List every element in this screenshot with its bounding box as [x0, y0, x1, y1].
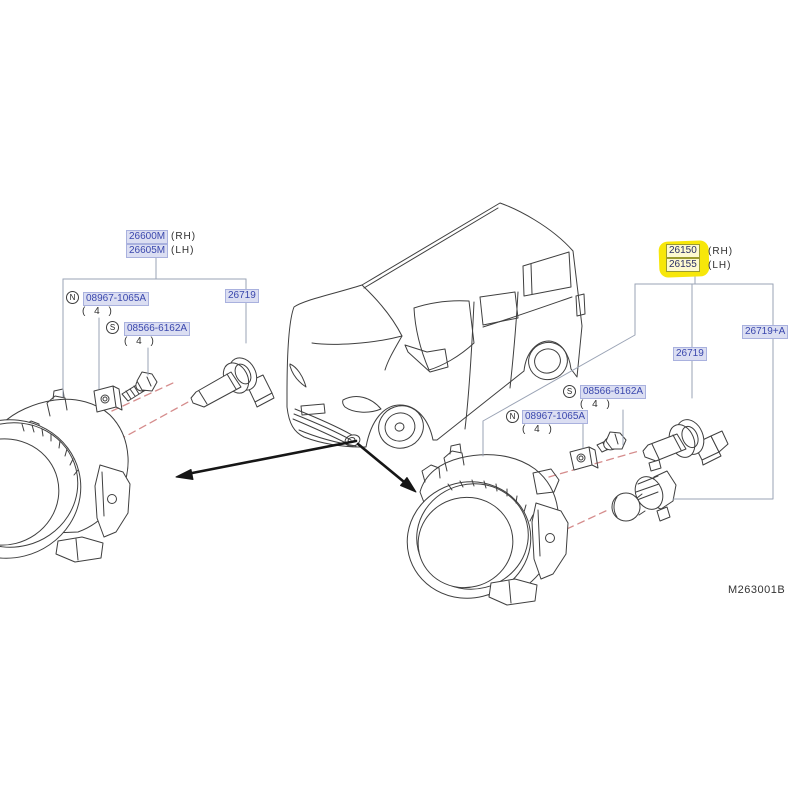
locator-arrow-left-icon [180, 439, 358, 477]
locator-arrows [175, 439, 417, 493]
right-foglamp-assembly [406, 443, 569, 606]
part-number-26719A[interactable]: 26719+A [742, 325, 789, 339]
nut-symbol-icon: N [66, 291, 79, 304]
part-number-26719-right[interactable]: 26719 [673, 347, 707, 361]
van-front-wheel [378, 405, 424, 449]
quantity-label: ( 4 ) [82, 306, 115, 317]
left-screw-part [121, 371, 158, 402]
right-alt-bulb-part [611, 459, 677, 522]
left-bulb-part [190, 357, 275, 408]
right-screw-part [596, 431, 627, 453]
quantity-label: ( 4 ) [580, 399, 613, 410]
locator-arrow-right-icon [356, 442, 411, 488]
left-foglamp-assembly [0, 388, 131, 563]
van-mirror [404, 344, 449, 373]
screw-symbol-icon: S [106, 321, 119, 334]
left-nut-part [93, 385, 123, 413]
side-indicator-rh: (RH) [708, 246, 734, 257]
leader-lines [62, 256, 774, 500]
quantity-label: ( 4 ) [522, 424, 555, 435]
part-number-26155[interactable]: 26155 [666, 258, 700, 272]
part-number-08967-1065A[interactable]: 08967-1065A [83, 292, 150, 306]
side-indicator-rh: (RH) [171, 231, 197, 242]
screw-symbol-icon: S [563, 385, 576, 398]
diagram-reference-code: M263001B [728, 584, 786, 596]
part-number-08967-1065A[interactable]: 08967-1065A [522, 410, 589, 424]
part-number-08566-6162A[interactable]: 08566-6162A [580, 385, 647, 399]
van-rear-wheel [528, 341, 568, 381]
van-far-headlight [289, 363, 307, 388]
right-bulb-part [642, 419, 729, 466]
part-number-26600M[interactable]: 26600M [126, 230, 169, 244]
part-number-26605M[interactable]: 26605M [126, 244, 169, 258]
quantity-label: ( 4 ) [124, 336, 157, 347]
part-number-26719-left[interactable]: 26719 [225, 289, 259, 303]
right-nut-part [569, 446, 599, 471]
side-indicator-lh: (LH) [171, 245, 195, 256]
van-near-headlight [342, 396, 382, 413]
part-number-08566-6162A[interactable]: 08566-6162A [124, 322, 191, 336]
part-number-26150[interactable]: 26150 [666, 244, 700, 258]
side-indicator-lh: (LH) [708, 260, 732, 271]
nut-symbol-icon: N [506, 410, 519, 423]
van-illustration [286, 202, 586, 449]
